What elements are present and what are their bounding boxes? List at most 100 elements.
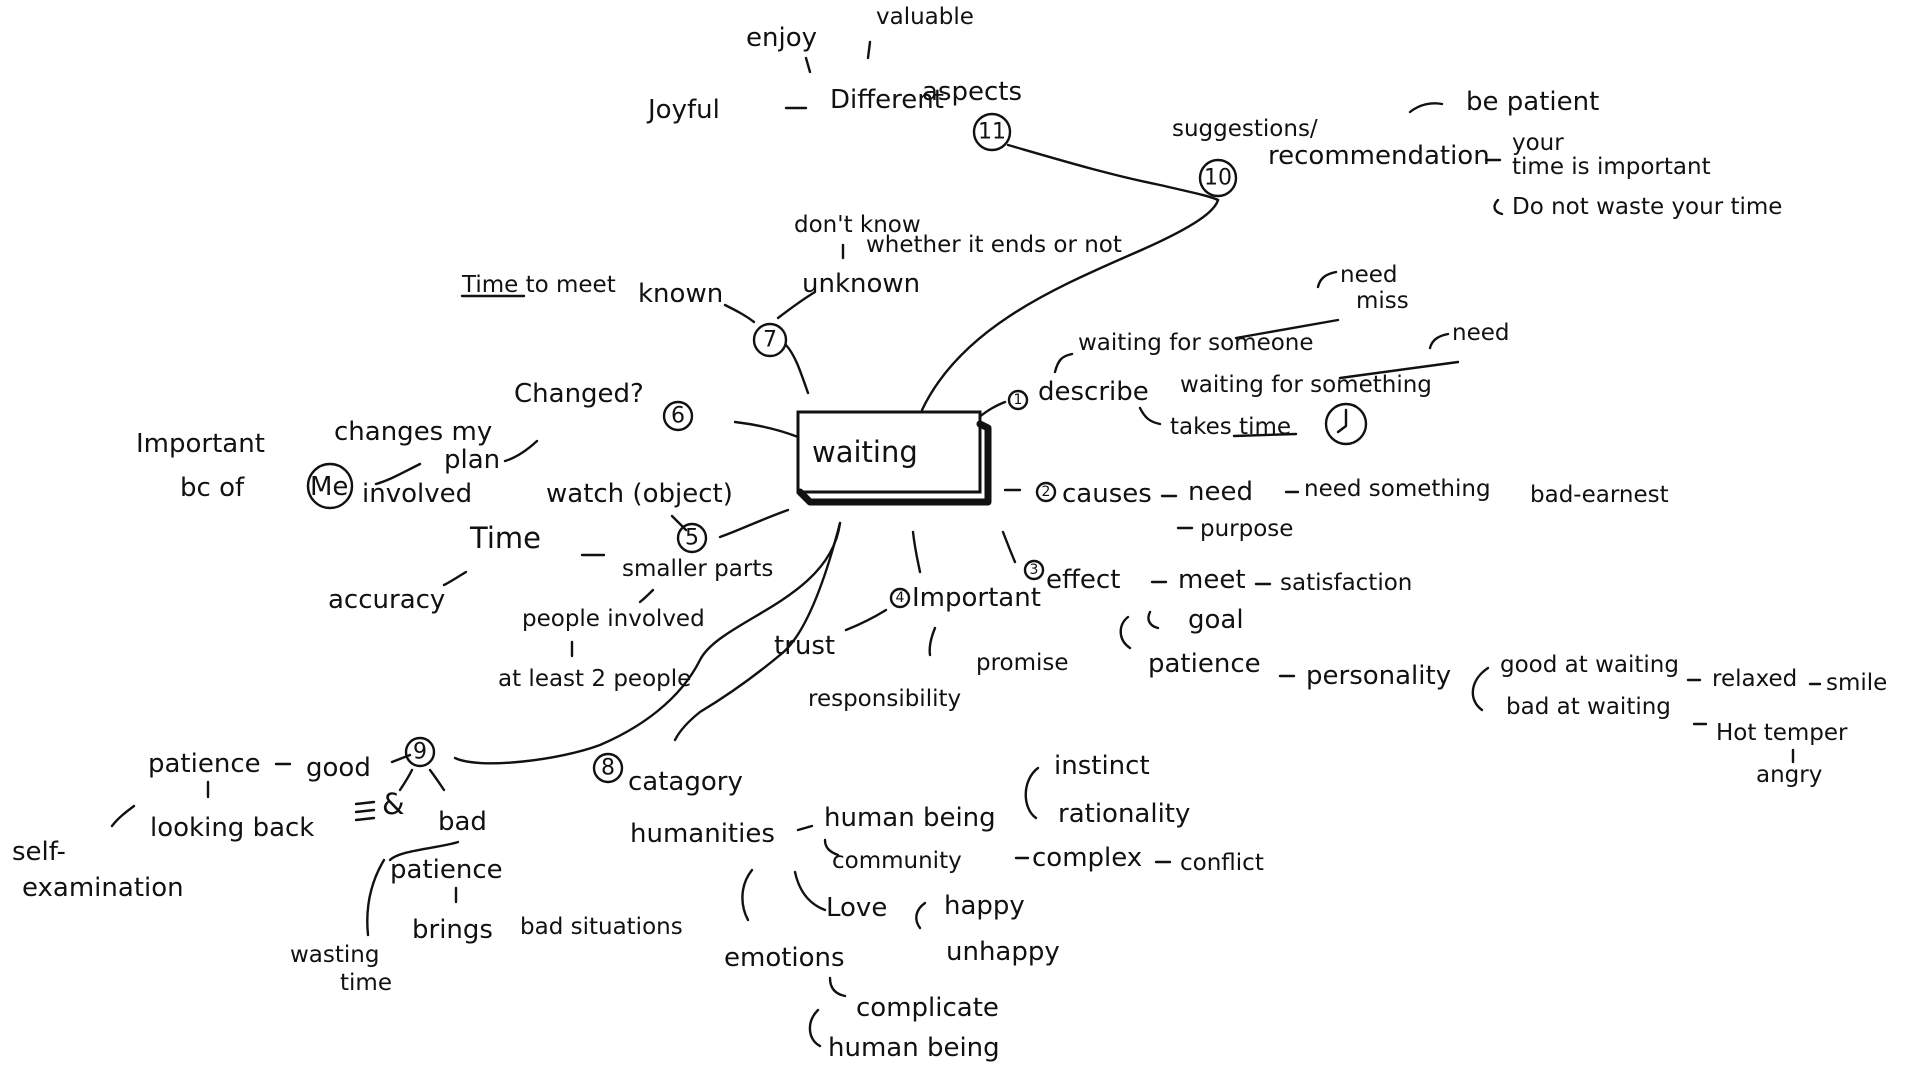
- center-node: waiting: [796, 410, 992, 506]
- line-smaller-people: [638, 588, 655, 604]
- line-1-someone: [1053, 352, 1074, 374]
- branch-2-label: causes: [1062, 479, 1152, 509]
- line-11-valuable: [866, 40, 872, 60]
- line-11-enjoy: [804, 56, 812, 74]
- unhappy: unhappy: [946, 937, 1060, 967]
- good-at-waiting: good at waiting: [1500, 652, 1679, 678]
- plan: plan: [444, 445, 500, 475]
- line-8-community-hook: [823, 838, 840, 857]
- time-to-meet: Time to meet: [461, 272, 616, 298]
- changes-my: changes my: [334, 417, 492, 447]
- important-bc: Important: [136, 429, 265, 459]
- bad: bad: [438, 807, 487, 837]
- self: self-: [12, 837, 66, 867]
- line-8-emotion-brace: [741, 868, 754, 922]
- changed: Changed?: [514, 379, 644, 409]
- recommendation: recommendation: [1268, 141, 1490, 171]
- branch-5-number: 5: [685, 526, 699, 551]
- suggestions: suggestions/: [1172, 116, 1318, 142]
- branch-10: 10 suggestions/ recommendation be patien…: [1172, 87, 1782, 220]
- branch-2: 2 causes need need something bad-earnest…: [1035, 476, 1669, 542]
- humanities-dash: [796, 824, 814, 832]
- line-center-to-7: [784, 343, 810, 395]
- whether-it-ends: whether it ends or not: [866, 232, 1122, 258]
- at-least-2-people: at least 2 people: [498, 666, 691, 692]
- me-label: Me: [310, 472, 348, 502]
- line-1-takestime: [1138, 406, 1162, 426]
- known: known: [638, 279, 723, 309]
- someone-underline: [1234, 318, 1340, 340]
- something-underline: [1338, 360, 1460, 380]
- emotions: emotions: [724, 943, 845, 973]
- good: good: [306, 753, 371, 783]
- time-underline: [1232, 432, 1298, 438]
- line-need-hook-2: [1428, 332, 1450, 350]
- line-8-human-brace: [1024, 766, 1040, 820]
- instinct: instinct: [1054, 751, 1150, 781]
- something-need: need: [1452, 320, 1509, 346]
- line-6-changes: [503, 439, 539, 463]
- promise: promise: [976, 650, 1069, 676]
- branch-5: 5 watch (object) Time accuracy smaller p…: [328, 479, 773, 692]
- line-goal-hook: [1147, 610, 1160, 630]
- looking-back: looking back: [150, 813, 314, 843]
- clock-icon: [1324, 402, 1368, 446]
- trust: trust: [774, 631, 835, 661]
- line-8-love-hook: [793, 870, 827, 912]
- takes-time: takes time: [1170, 414, 1291, 440]
- rationality: rationality: [1058, 799, 1190, 829]
- bad-earnest: bad-earnest: [1530, 482, 1669, 508]
- joyful: Joyful: [646, 95, 720, 125]
- branch-3: 3 effect meet satisfaction goal patience…: [1023, 559, 1887, 788]
- line-10-bepatient: [1408, 102, 1444, 114]
- equals-mark: [354, 800, 376, 822]
- line-bad-patience: [388, 840, 460, 862]
- responsibility: responsibility: [808, 686, 961, 712]
- branch-11: 11 enjoy valuable Joyful Different aspec…: [646, 4, 1022, 152]
- number-circle-9: [404, 736, 436, 768]
- line-4-resp: [928, 626, 937, 657]
- branch-1: 1 describe waiting for someone need miss…: [1007, 262, 1509, 446]
- aspects: aspects: [922, 77, 1022, 107]
- angry: angry: [1756, 762, 1822, 788]
- line-center-to-6: [733, 420, 800, 439]
- branch-8: 8 catagory humanities human being instin…: [592, 751, 1264, 1063]
- human-being: human being: [824, 803, 996, 833]
- watch-object: watch (object): [546, 479, 733, 509]
- do-not-waste: Do not waste your time: [1512, 194, 1782, 220]
- conflict: conflict: [1180, 850, 1264, 876]
- enjoy: enjoy: [746, 23, 817, 53]
- time-is-important: time is important: [1512, 154, 1711, 180]
- causes-need: need: [1188, 477, 1253, 507]
- line-center-to-3: [1001, 530, 1017, 564]
- branch-3-label: effect: [1046, 565, 1120, 595]
- patience: patience: [1148, 649, 1261, 679]
- number-circle-11: [972, 112, 1012, 152]
- waiting-for-something: waiting for something: [1180, 372, 1432, 398]
- line-3-brace: [1119, 615, 1132, 650]
- center-label: waiting: [812, 435, 918, 469]
- line-center-to-1: [976, 400, 1007, 420]
- patience-bad: patience: [390, 855, 503, 885]
- number-circle-2: [1035, 481, 1057, 503]
- line-8-complicate-hook: [828, 976, 847, 998]
- examination: examination: [22, 873, 184, 903]
- bc-of: bc of: [180, 473, 245, 503]
- different: Different: [830, 85, 944, 115]
- number-circle-4: [889, 587, 911, 609]
- personality: personality: [1306, 661, 1451, 691]
- waiting-for-someone: waiting for someone: [1078, 330, 1314, 356]
- number-circle-3: [1023, 559, 1045, 581]
- branch-7-number: 7: [763, 328, 777, 353]
- number-circle-8: [592, 752, 624, 784]
- goal: goal: [1188, 605, 1244, 635]
- smile: smile: [1826, 670, 1887, 696]
- dont-know: don't know: [794, 212, 921, 238]
- branch-9: 9 good patience looking back self- exami…: [12, 736, 683, 996]
- line-4-trust: [844, 608, 888, 632]
- someone-need: need: [1340, 262, 1397, 288]
- human-being-2: human being: [828, 1033, 1000, 1063]
- line-self-hook: [110, 804, 136, 828]
- line-center-to-5: [718, 508, 790, 539]
- love: Love: [826, 893, 887, 923]
